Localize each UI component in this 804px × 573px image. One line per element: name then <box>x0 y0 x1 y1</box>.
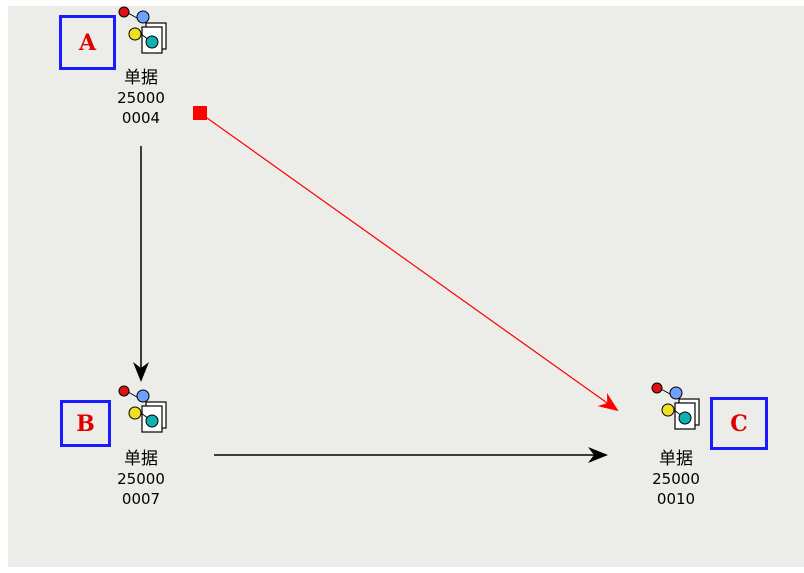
document-flow-icon[interactable] <box>115 4 173 60</box>
node-c-number-line2: 0010 <box>656 490 696 508</box>
node-b-label: 单据 25000 0007 <box>96 449 186 509</box>
node-a-number-line2: 0004 <box>121 109 161 127</box>
node-b-number-line2: 0007 <box>121 490 161 508</box>
edge-a-to-c-handle[interactable] <box>193 106 207 120</box>
document-flow-icon[interactable] <box>648 380 706 436</box>
node-b-tag[interactable]: B <box>60 400 111 447</box>
node-b-title: 单据 <box>124 449 158 469</box>
node-c-number-line1: 25000 <box>652 470 700 488</box>
node-b-number-line1: 25000 <box>117 470 165 488</box>
node-c-title: 单据 <box>659 449 693 469</box>
node-a-tag[interactable]: A <box>59 15 116 70</box>
node-a-label: 单据 25000 0004 <box>96 68 186 128</box>
document-flow-icon[interactable] <box>115 383 173 439</box>
edge-a-to-c[interactable] <box>199 112 619 412</box>
node-c-tag[interactable]: C <box>710 397 768 450</box>
node-c-label: 单据 25000 0010 <box>631 449 721 509</box>
node-a-title: 单据 <box>124 68 158 88</box>
node-a-number-line1: 25000 <box>117 89 165 107</box>
